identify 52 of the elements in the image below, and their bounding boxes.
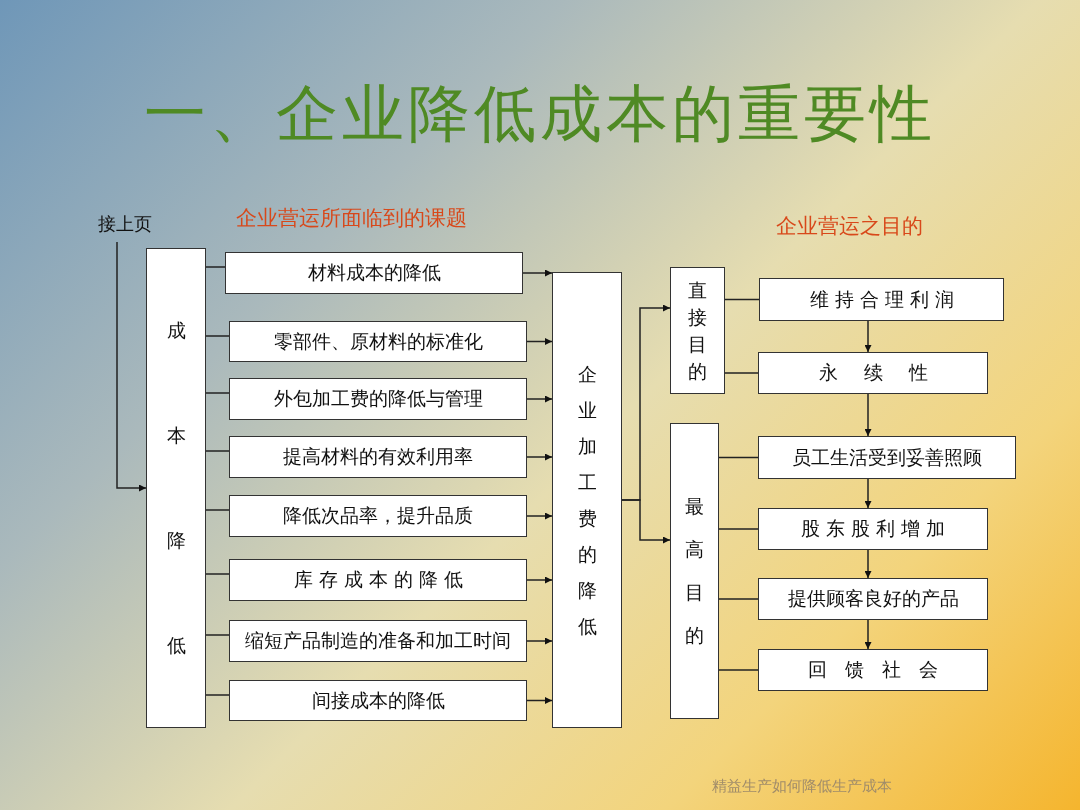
process-box: 成本降低 bbox=[146, 248, 206, 728]
arrow bbox=[864, 393, 872, 437]
connector-line bbox=[718, 669, 759, 671]
connector-line bbox=[205, 634, 230, 636]
slide-title: 一、企业降低成本的重要性 bbox=[143, 76, 937, 152]
connector-line bbox=[724, 298, 760, 301]
arrow bbox=[522, 269, 553, 277]
process-box: 最高目的 bbox=[670, 423, 719, 719]
process-box: 提高材料的有效利用率 bbox=[229, 436, 527, 478]
connector-line bbox=[205, 392, 230, 394]
arrow bbox=[526, 697, 553, 704]
section-heading: 企业营运之目的 bbox=[776, 213, 923, 240]
process-box: 缩短产品制造的准备和加工时间 bbox=[229, 620, 527, 662]
process-box: 库存成本的降低 bbox=[229, 559, 527, 601]
arrow bbox=[526, 637, 553, 645]
connector-line bbox=[205, 573, 230, 575]
process-box: 提供顾客良好的产品 bbox=[758, 578, 988, 620]
process-box: 直接目的 bbox=[670, 267, 725, 394]
arrow bbox=[526, 576, 553, 584]
arrow bbox=[116, 241, 147, 492]
connector-line bbox=[718, 528, 759, 530]
connector-line bbox=[205, 509, 230, 511]
process-box: 维持合理利润 bbox=[759, 278, 1004, 321]
arrow bbox=[864, 320, 872, 353]
process-box: 外包加工费的降低与管理 bbox=[229, 378, 527, 420]
arrow bbox=[621, 499, 671, 544]
process-box: 间接成本的降低 bbox=[229, 680, 527, 721]
connector-line bbox=[718, 598, 759, 600]
arrow bbox=[526, 512, 553, 520]
arrow bbox=[864, 478, 872, 509]
process-box: 员工生活受到妥善照顾 bbox=[758, 436, 1016, 479]
process-box: 永续性 bbox=[758, 352, 988, 394]
connector-line bbox=[724, 372, 759, 374]
process-box: 企业加工费的降低 bbox=[552, 272, 622, 728]
arrow bbox=[864, 619, 872, 650]
process-box: 降低次品率，提升品质 bbox=[229, 495, 527, 537]
connector-line bbox=[205, 266, 226, 268]
process-box: 材料成本的降低 bbox=[225, 252, 523, 294]
arrow bbox=[526, 395, 553, 403]
process-box: 回馈社会 bbox=[758, 649, 988, 691]
connector-line bbox=[205, 335, 230, 337]
arrow bbox=[526, 453, 553, 461]
process-box: 股东股利增加 bbox=[758, 508, 988, 550]
footer-text: 精益生产如何降低生产成本 bbox=[712, 777, 892, 796]
connector-line bbox=[205, 450, 230, 452]
process-box: 零部件、原材料的标准化 bbox=[229, 321, 527, 362]
note-text: 接上页 bbox=[98, 212, 152, 236]
arrow bbox=[526, 338, 553, 345]
section-heading: 企业营运所面临到的课题 bbox=[236, 205, 467, 232]
arrow bbox=[864, 549, 872, 579]
connector-line bbox=[205, 694, 230, 696]
connector-line bbox=[718, 456, 759, 459]
